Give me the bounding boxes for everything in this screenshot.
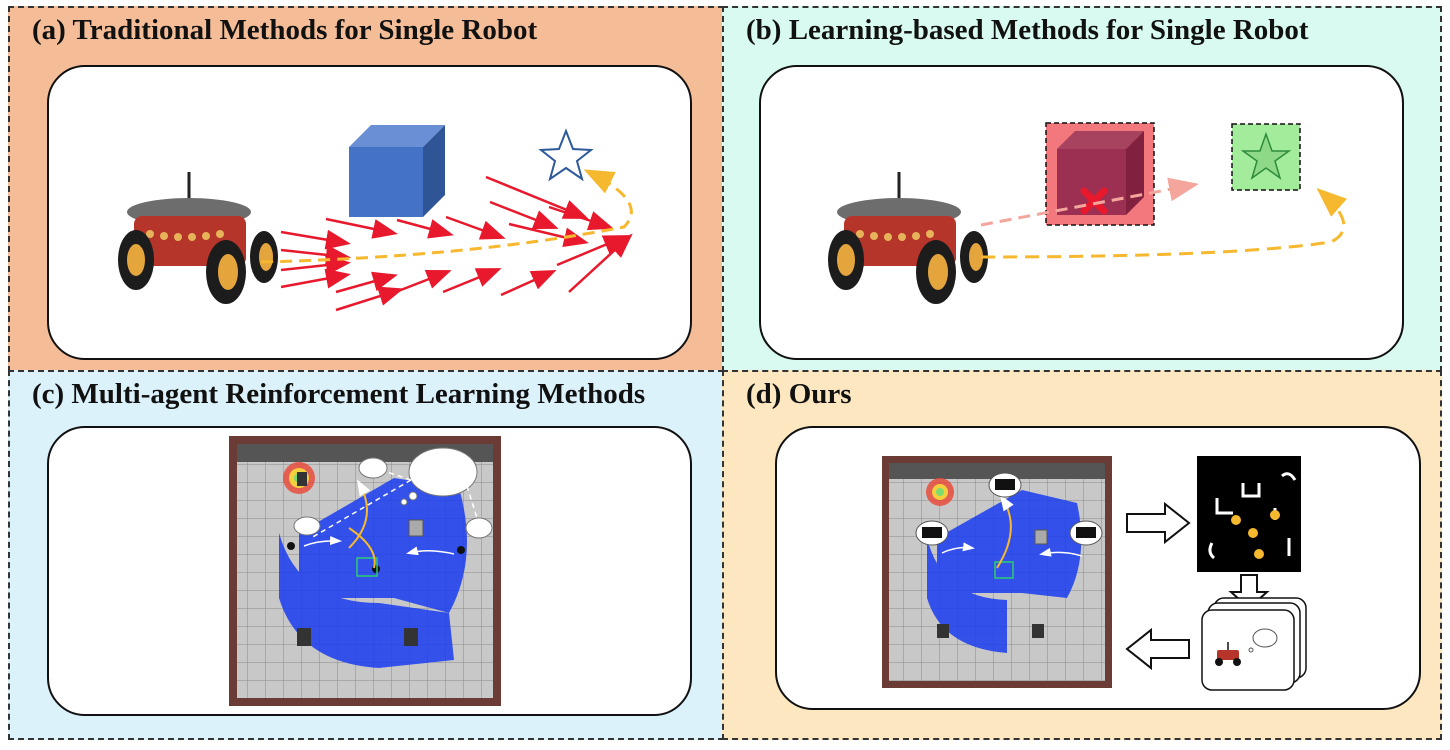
thought-bubble-icon xyxy=(915,472,1103,546)
panel-b: (b) Learning-based Methods for Single Ro… xyxy=(722,6,1442,372)
failed-path xyxy=(980,177,1199,227)
robot-icon xyxy=(118,172,278,304)
marl-simulation-map xyxy=(229,436,501,706)
panel-b-title: (b) Learning-based Methods for Single Ro… xyxy=(746,14,1309,46)
panel-d-canvas xyxy=(775,426,1421,710)
panel-a-title: (a) Traditional Methods for Single Robot xyxy=(32,14,538,46)
panel-a: (a) Traditional Methods for Single Robot xyxy=(8,6,724,372)
panel-c: (c) Multi-agent Reinforcement Learning M… xyxy=(8,370,724,740)
robot-icon xyxy=(828,172,988,304)
panel-c-title: (c) Multi-agent Reinforcement Learning M… xyxy=(32,378,646,410)
semantic-map xyxy=(1197,456,1301,572)
thought-bubble-icon xyxy=(293,447,493,539)
panel-b-canvas xyxy=(759,65,1404,360)
decision-cards xyxy=(1201,597,1307,691)
traditional-method-illustration xyxy=(118,125,633,312)
panel-d-title: (d) Ours xyxy=(746,378,852,410)
cube-obstacle-icon xyxy=(349,125,445,217)
panel-c-canvas xyxy=(47,426,692,716)
learning-method-illustration xyxy=(828,122,1347,304)
block-arrow-icon xyxy=(1126,501,1191,545)
star-goal-icon xyxy=(1240,131,1292,180)
panel-a-canvas xyxy=(47,65,692,360)
block-arrow-icon xyxy=(1125,627,1190,671)
successful-path xyxy=(980,188,1347,259)
our-method-illustration xyxy=(882,456,1307,691)
star-goal-icon xyxy=(538,128,594,182)
cube-obstacle-icon xyxy=(1057,131,1144,215)
panel-d: (d) Ours xyxy=(722,370,1442,740)
repulsive-force-arrows xyxy=(280,175,633,312)
cross-icon xyxy=(1080,187,1108,215)
